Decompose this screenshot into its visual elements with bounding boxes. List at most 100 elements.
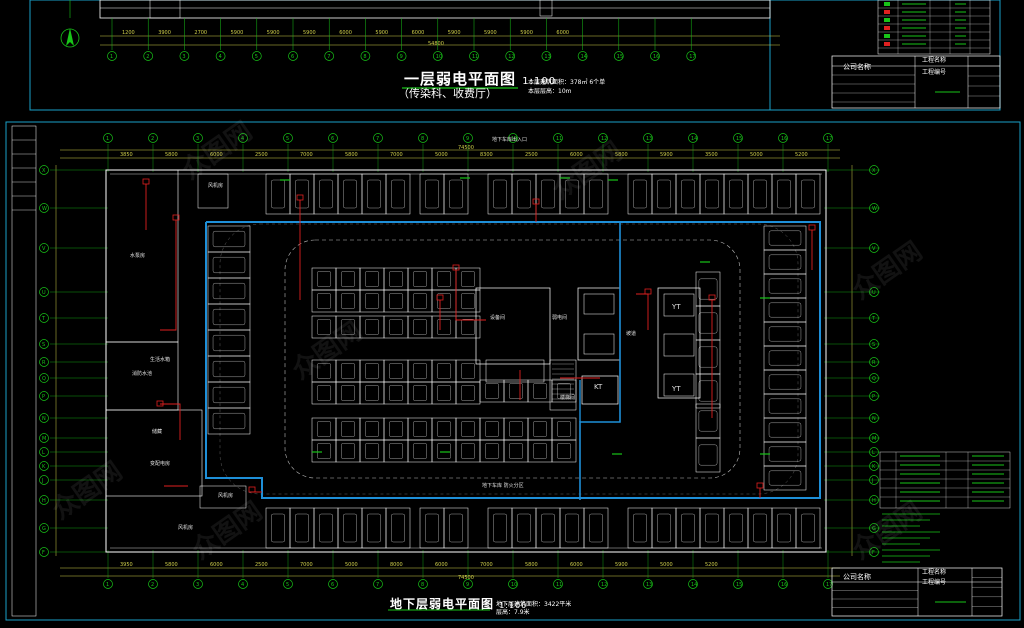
car-icon bbox=[698, 346, 718, 368]
watermark-text: 众图网 bbox=[547, 136, 628, 205]
car-icon bbox=[753, 513, 767, 543]
parking-note: 地下车库 防火分区 bbox=[482, 483, 524, 489]
car-icon bbox=[341, 271, 355, 287]
bottom-axis-bubble-right bbox=[869, 433, 879, 443]
top-dim-text: 6000 bbox=[339, 30, 352, 36]
parking-stall-top bbox=[795, 173, 821, 215]
watermark-text: 众图网 bbox=[847, 236, 928, 305]
bottom-axis-bubble-top bbox=[463, 133, 473, 143]
parking-stall-right bbox=[763, 225, 807, 251]
bottom-total-dim-bottom: 74500 bbox=[458, 575, 474, 581]
bottom-axis-label-left: H bbox=[42, 498, 46, 504]
device-symbol bbox=[296, 194, 304, 201]
bottom-axis-bubble-top bbox=[733, 133, 743, 143]
parking-stall-island bbox=[695, 403, 721, 439]
bottom-dim-text-bottom: 2500 bbox=[255, 562, 268, 568]
title-block-bottom-row-2: 工程编号 bbox=[922, 579, 947, 586]
bottom-axis-label-right: S bbox=[872, 342, 875, 348]
bottom-axis-label-top: 13 bbox=[646, 136, 652, 142]
car-icon bbox=[461, 271, 475, 287]
bottom-axis-bubble-top bbox=[823, 133, 833, 143]
car-icon bbox=[317, 271, 331, 287]
car-icon bbox=[367, 179, 381, 209]
cable-red bbox=[160, 220, 177, 331]
car-icon bbox=[319, 513, 333, 543]
car-icon bbox=[437, 363, 451, 379]
bottom-axis-label-left: T bbox=[41, 316, 46, 322]
top-axis-bubble bbox=[469, 51, 479, 61]
top-dim-text: 5900 bbox=[375, 30, 388, 36]
parking-stall-right bbox=[763, 393, 807, 419]
parking-stall-right bbox=[763, 297, 807, 323]
car-icon bbox=[317, 363, 331, 379]
elevator-car bbox=[663, 333, 695, 357]
car-icon bbox=[485, 421, 499, 437]
car-icon bbox=[485, 383, 499, 399]
bottom-axis-label-bottom: 1 bbox=[106, 582, 109, 588]
bottom-dim-text-top: 3500 bbox=[705, 152, 718, 158]
car-icon bbox=[413, 319, 427, 335]
cable-red bbox=[636, 293, 649, 330]
device-symbol bbox=[172, 214, 180, 221]
watermark-text: 众图网 bbox=[847, 496, 928, 565]
car-icon bbox=[437, 421, 451, 437]
car-icon bbox=[768, 302, 802, 318]
top-dim-text: 6000 bbox=[556, 30, 569, 36]
car-icon bbox=[565, 513, 579, 543]
car-icon bbox=[389, 363, 403, 379]
legend-symbol bbox=[884, 10, 890, 14]
top-dim-text: 5900 bbox=[303, 30, 316, 36]
bottom-axis-bubble-bottom bbox=[778, 579, 788, 589]
top-axis-bubble bbox=[613, 51, 624, 61]
car-icon bbox=[557, 443, 571, 459]
car-icon bbox=[698, 444, 718, 466]
car-icon bbox=[589, 179, 603, 209]
top-axis-bubble bbox=[686, 51, 697, 61]
top-axis-bubble bbox=[541, 51, 552, 61]
bottom-dim-text-top: 8300 bbox=[480, 152, 493, 158]
bottom-axis-label-left: L bbox=[42, 450, 45, 456]
cable-tray-main bbox=[205, 221, 821, 499]
bottom-dim-text-bottom: 6000 bbox=[570, 562, 583, 568]
device-symbol bbox=[756, 482, 764, 489]
parking-stall-island bbox=[695, 271, 721, 307]
legend-symbol bbox=[884, 26, 890, 30]
cable-tray-branch bbox=[579, 222, 621, 500]
car-icon bbox=[541, 513, 555, 543]
top-axis-label: 15 bbox=[617, 54, 623, 60]
car-icon bbox=[391, 179, 405, 209]
top-plan-room bbox=[149, 0, 181, 19]
car-icon bbox=[212, 309, 246, 326]
room-weak: 弱电间 bbox=[552, 315, 568, 321]
car-icon bbox=[389, 385, 403, 401]
bottom-dim-text-top: 7000 bbox=[390, 152, 403, 158]
bottom-sheet-frame bbox=[5, 121, 1021, 621]
core-elevator-left bbox=[577, 287, 621, 361]
car-icon bbox=[343, 179, 357, 209]
car-icon bbox=[461, 319, 475, 335]
bottom-axis-bubble-top bbox=[283, 133, 293, 143]
car-icon bbox=[389, 319, 403, 335]
bottom-axis-label-top: 15 bbox=[736, 136, 742, 142]
car-icon bbox=[341, 363, 355, 379]
bottom-axis-label-top: 7 bbox=[376, 136, 379, 142]
room-pump: 水泵房 bbox=[130, 253, 146, 259]
bottom-axis-label-right: V bbox=[872, 246, 876, 252]
parking-stall-right bbox=[763, 441, 807, 467]
bottom-axis-label-left: F bbox=[42, 550, 45, 556]
bottom-axis-label-bottom: 15 bbox=[736, 582, 742, 588]
car-icon bbox=[493, 513, 507, 543]
bottom-axis-label-top: 11 bbox=[556, 136, 562, 142]
room-fan-2: 风机房 bbox=[218, 493, 234, 499]
car-icon bbox=[437, 385, 451, 401]
top-axis-bubble bbox=[650, 51, 660, 61]
bottom-axis-label-right: L bbox=[872, 450, 875, 456]
top-axis-label: 8 bbox=[363, 54, 366, 60]
bottom-total-dim-top: 74500 bbox=[458, 145, 474, 151]
car-icon bbox=[698, 410, 718, 432]
car-icon bbox=[461, 363, 475, 379]
bottom-dim-text-top: 2500 bbox=[255, 152, 268, 158]
bottom-axis-label-right: R bbox=[872, 360, 876, 366]
parking-stall-left bbox=[207, 355, 251, 383]
car-icon bbox=[509, 383, 523, 399]
